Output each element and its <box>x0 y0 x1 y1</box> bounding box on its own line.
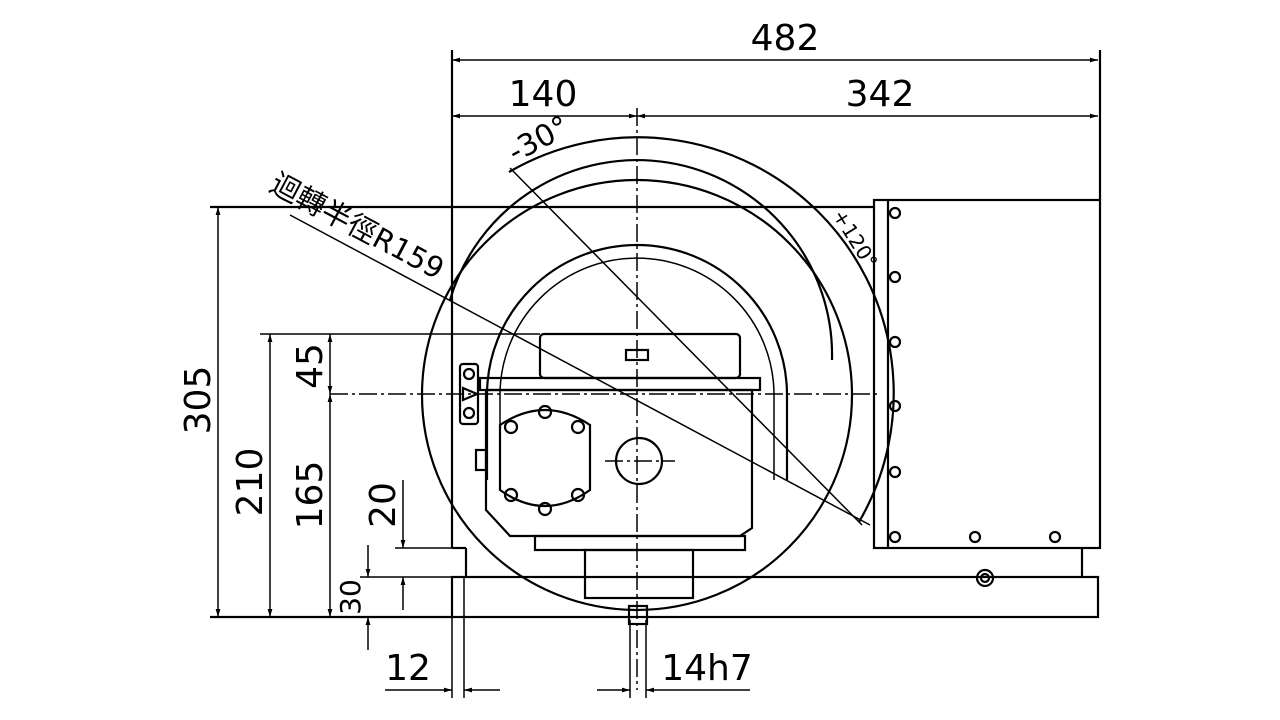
dimension-lines <box>215 57 1098 698</box>
radius-leader <box>289 214 871 526</box>
dim-14h7: 14h7 <box>661 648 753 689</box>
dim-140: 140 <box>509 74 578 115</box>
dim-165: 165 <box>290 461 331 530</box>
dim-12: 12 <box>385 648 431 689</box>
center-lines <box>289 108 880 690</box>
dim-482: 482 <box>751 18 820 59</box>
dim-210: 210 <box>230 448 271 517</box>
dim-342: 342 <box>846 74 915 115</box>
angle-minus-30: -30° <box>502 109 575 170</box>
dim-30: 30 <box>334 579 367 615</box>
rotary-table <box>420 136 895 626</box>
radius-label: 迴轉半徑R159 <box>265 166 450 286</box>
dim-305: 305 <box>178 366 219 435</box>
housing-outline <box>210 50 1102 619</box>
right-box-bolts <box>888 206 1062 588</box>
dim-20: 20 <box>363 482 404 528</box>
dim-45: 45 <box>290 343 331 389</box>
